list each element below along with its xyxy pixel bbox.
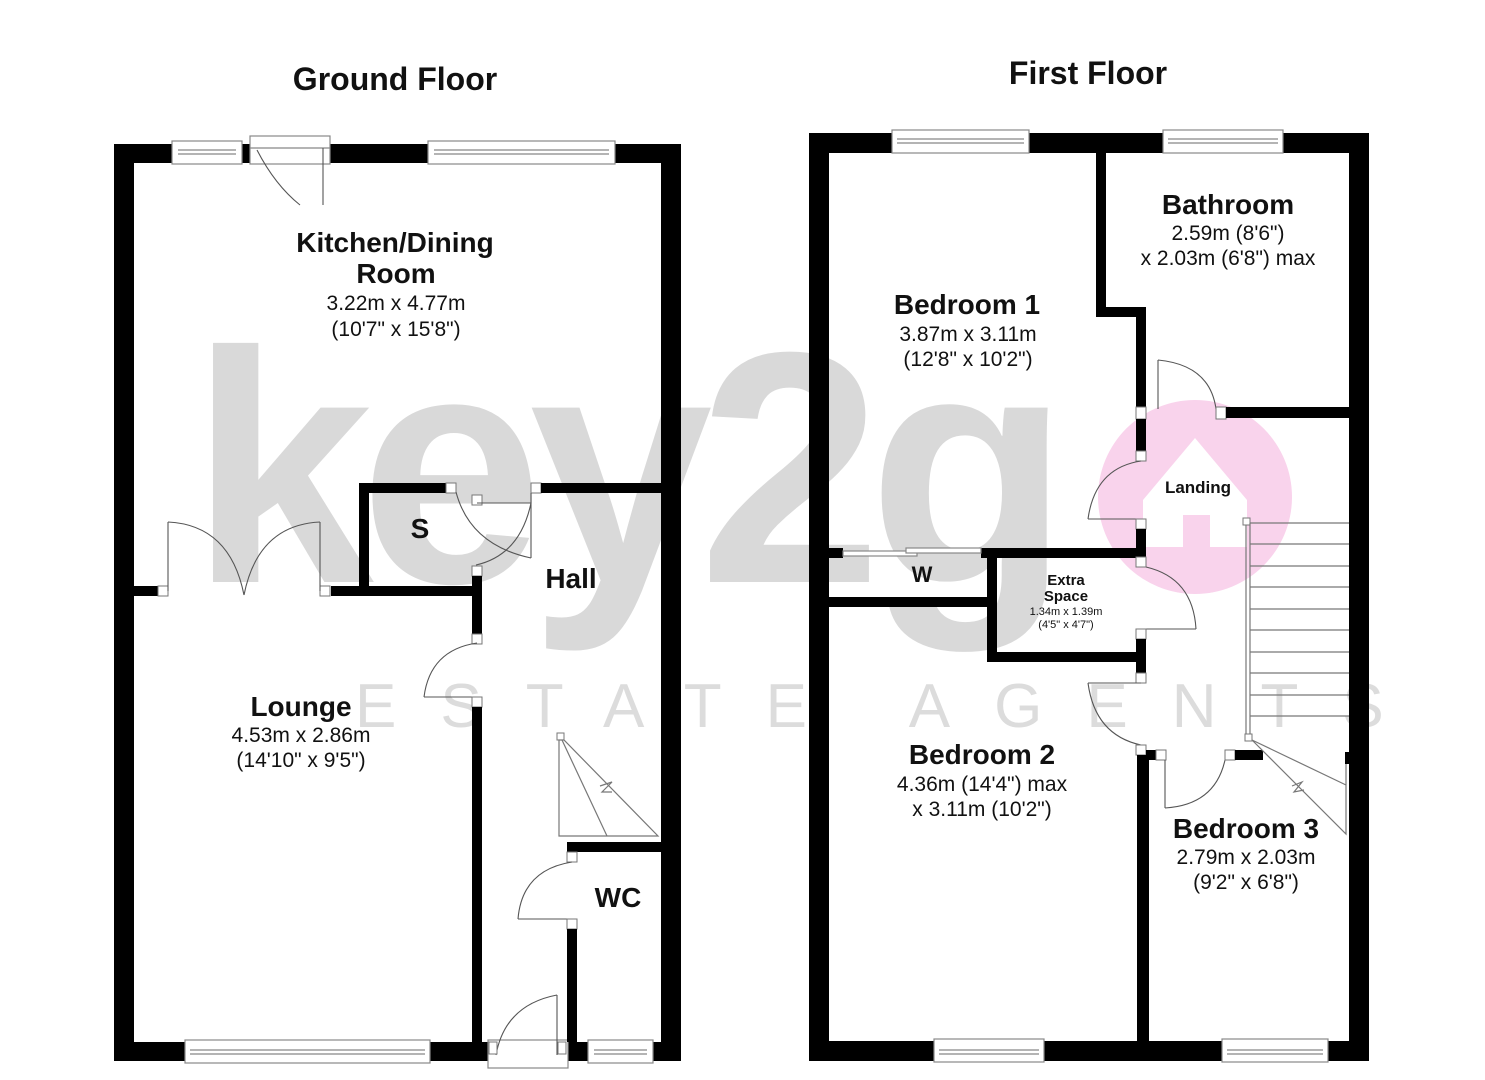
window-kitchen-right [427,140,616,165]
bathroom-door [1157,359,1217,410]
wall [981,548,1146,558]
wall [1096,153,1106,317]
wall [359,483,369,593]
bedroom2-dim-line2: x 3.11m (10'2") [912,798,1051,821]
bedroom1-name: Bedroom 1 [894,289,1040,320]
front-door [487,994,569,1069]
wall [809,133,829,1061]
house-icon [1143,438,1247,547]
wardrobe-name: W [912,562,933,587]
wall [472,707,482,1042]
kitchen-name-line1: Kitchen/Dining [296,227,494,258]
wall [331,586,476,596]
watermark-tagline: ESTATE AGENTS [355,672,1428,741]
wall [987,652,1146,662]
wall [541,483,661,493]
wall [567,929,577,1042]
extra-space-name-line2: Space [1044,588,1088,605]
wall [1349,133,1369,1061]
hall-name: Hall [545,563,596,594]
kitchen-name-line2: Room [356,258,435,289]
bedroom2-dim-line1: 4.36m (14'4") max [897,773,1068,796]
window-lounge [184,1039,431,1064]
extra-space-door [1145,566,1197,630]
bedroom2-name: Bedroom 2 [909,739,1055,770]
wall [1096,307,1146,317]
lounge-door [423,642,478,698]
bedroom3-name: Bedroom 3 [1173,813,1319,844]
wall [1136,639,1146,673]
wall [472,576,482,634]
bedroom2-door [1087,682,1142,746]
extra-space-name-line1: Extra [1047,572,1085,589]
window-bedroom1 [891,129,1030,154]
window-kitchen-left [171,140,243,165]
wall [359,483,447,493]
wall [1136,419,1146,451]
wall [1137,755,1149,1041]
bathroom-dim-line1: 2.59m (8'6") [1171,222,1284,245]
wall [829,548,843,558]
store-doors [455,491,532,566]
wall [829,597,989,607]
wall [1136,307,1146,407]
lounge-name: Lounge [250,691,351,722]
wall [1136,529,1146,557]
wall [567,842,661,852]
wall [134,586,158,596]
bedroom3-dim-metric: 2.79m x 2.03m [1177,846,1316,869]
lounge-dim-metric: 4.53m x 2.86m [232,724,371,747]
wall [1146,750,1156,760]
kitchen-dim-metric: 3.22m x 4.77m [327,292,466,315]
extra-space-dim-imperial: (4'5" x 4'7") [1038,619,1093,631]
wall [661,144,681,1061]
wc-name: WC [595,882,642,913]
bedroom1-door [1087,460,1142,520]
watermark: key2g ESTATE AGENTS [190,283,1428,741]
wall [1226,407,1349,418]
window-bedroom2 [933,1038,1045,1063]
staircase [1242,517,1350,836]
bathroom-dim-line2: x 2.03m (6'8") max [1141,247,1316,270]
window-bedroom3 [1221,1038,1329,1063]
store-name: S [411,513,430,544]
bedroom3-door [1164,759,1226,809]
wall [1345,752,1350,764]
bedroom1-dim-imperial: (12'8" x 10'2") [903,348,1032,371]
wall [987,548,997,662]
wall [1235,750,1263,760]
kitchen-dim-imperial: (10'7" x 15'8") [331,318,460,341]
bedroom1-dim-metric: 3.87m x 3.11m [899,323,1036,346]
ground-floor-plan: Ground Floor [114,61,681,1069]
extra-space-dim-metric: 1.34m x 1.39m [1030,606,1103,618]
first-floor-plan: First Floor [809,55,1369,1063]
first-floor-title: First Floor [1009,55,1167,91]
wardrobe-sliding-doors [842,547,982,557]
landing-name: Landing [1165,478,1231,497]
back-door [249,135,331,206]
bathroom-name: Bathroom [1162,189,1294,220]
wc-door [517,861,573,920]
window-bathroom [1162,129,1284,154]
double-doors-lounge [167,521,321,596]
under-stairs [556,732,660,837]
wall [114,144,134,1061]
ground-floor-title: Ground Floor [293,61,497,97]
bedroom3-dim-imperial: (9'2" x 6'8") [1193,871,1299,894]
lounge-dim-imperial: (14'10" x 9'5") [236,749,365,772]
window-wc [587,1039,654,1064]
